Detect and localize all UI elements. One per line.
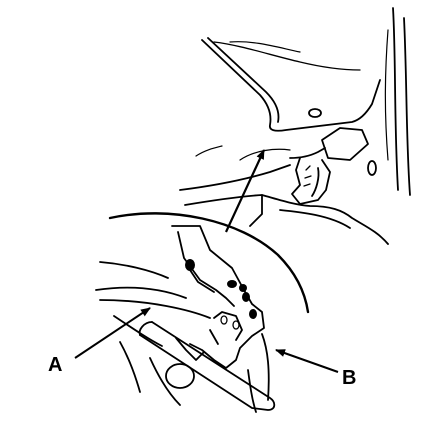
panel-hole <box>165 363 195 389</box>
callout-b-arrow <box>275 349 339 373</box>
detail-circle-arc <box>108 212 310 314</box>
detail-pointer-arrow <box>225 149 265 233</box>
body-pillar <box>392 7 411 196</box>
upper-detail-view <box>179 7 411 245</box>
callout-a-label: A <box>48 354 62 376</box>
callout-a: A <box>48 307 151 376</box>
lower-view <box>95 225 276 413</box>
callout-b-label: B <box>342 367 356 389</box>
mounting-bolts <box>185 259 257 319</box>
callout-a-arrow <box>74 307 151 359</box>
upper-panel-edge <box>201 39 381 132</box>
upper-bracket <box>321 127 369 161</box>
tool-handle <box>139 321 276 411</box>
lower-bracket <box>171 225 265 369</box>
callout-b: B <box>275 349 356 389</box>
